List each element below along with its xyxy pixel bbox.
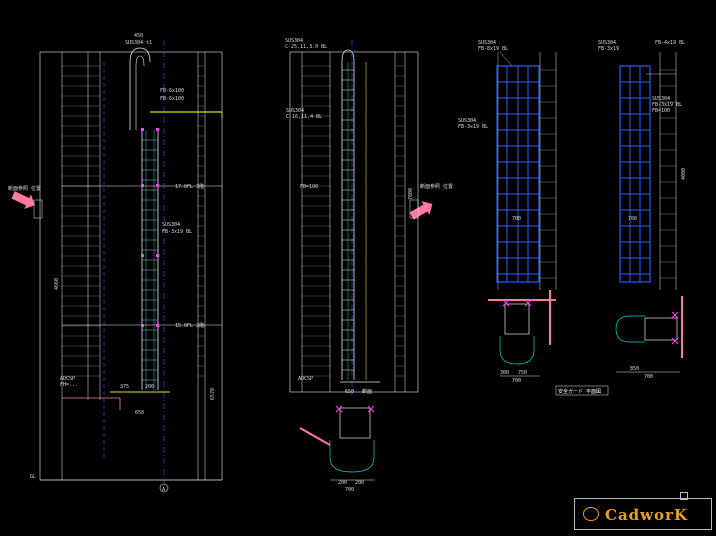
note-fb-3x19: FB-3x19 BL	[162, 229, 192, 235]
bottom-note-2: FH=...	[60, 382, 78, 388]
base-dim-b: 200	[145, 384, 154, 390]
plan-c-dim-3: 700	[345, 487, 354, 493]
guard-side-label-1: SUS304	[598, 40, 616, 46]
safety-guard-front-view	[496, 51, 557, 290]
mid-label-1: SUS304	[286, 108, 304, 114]
plan-a-dim-3: 700	[512, 378, 521, 384]
guard-side-width: 700	[628, 216, 637, 222]
guard-side-mid-2: FB-3x19 BL	[652, 102, 682, 108]
plan-title-label: 安全ガード 平面図	[558, 388, 601, 395]
arrow-label-left: 断面参照 位置	[8, 185, 41, 192]
mid-bottom-dim: 650	[345, 389, 354, 395]
note-fb-top-2: FB-6x100	[160, 96, 184, 102]
safety-guard-side-view	[619, 52, 677, 290]
middle-ladder-rungs	[302, 65, 405, 377]
plan-section-a	[488, 290, 556, 377]
mid-label-3: FB=100	[300, 184, 318, 190]
guard-side-mid-3: FB=100	[652, 108, 670, 114]
mid-bottom-note: ADCSP	[298, 376, 313, 382]
brand-logo-text: CadworK	[605, 506, 689, 524]
mid-right-dim: 7000	[408, 188, 414, 200]
guard-front-mid-2: FB-3x19 BL	[458, 124, 488, 130]
plan-label-box	[555, 385, 609, 396]
left-elevation-view	[11, 40, 223, 493]
plan-a-dim-1: 300	[500, 370, 509, 376]
plan-section-middle	[299, 405, 375, 481]
mid-bottom-label: 断面	[362, 388, 372, 395]
plan-c-dim-1: 200	[338, 480, 347, 486]
guard-front-mid-1: SUS304	[458, 118, 476, 124]
ground-level-label: GL	[30, 474, 36, 480]
plan-b-dim-1: 850	[630, 366, 639, 372]
guard-side-label-3: FB-4x19 BL	[655, 40, 685, 46]
guard-front-grid	[497, 65, 556, 282]
middle-elevation-view	[289, 40, 433, 395]
base-dim-a: 375	[120, 384, 129, 390]
top-dim-label: 450	[134, 33, 143, 39]
plan-c-dim-2: 200	[355, 480, 364, 486]
mid-top-label-2: C-25,11,3.0 BL	[285, 44, 327, 50]
floor-label-3f: 17.0FL 3階	[175, 183, 204, 190]
guard-side-label-2: FB-3x19	[598, 46, 619, 52]
plan-b-dim-2: 700	[644, 374, 653, 380]
base-dim-650: 650	[135, 410, 144, 416]
section-mark-label: A	[162, 487, 165, 493]
guard-side-mid-1: SUS304	[652, 96, 670, 102]
mid-label-2: C-16,11,4 BL	[286, 114, 322, 120]
guard-side-grid	[620, 65, 676, 282]
bottom-note-1: ADCSP	[60, 376, 75, 382]
titleblock: CadworK	[574, 498, 712, 530]
cat-face-icon	[583, 507, 599, 521]
left-height-dim: 4660	[54, 278, 60, 290]
guard-front-label-2: FB-8x19 BL	[478, 46, 508, 52]
ladder-rungs	[62, 65, 205, 381]
arrow-label-right: 断面参照 位置	[420, 183, 453, 190]
plan-section-b	[615, 296, 683, 373]
guard-side-height: 4000	[681, 168, 687, 180]
total-height-dim: 6570	[210, 388, 216, 400]
titleblock-corner	[680, 492, 688, 500]
mid-top-label-1: SUS304	[285, 38, 303, 44]
note-fb-top-1: FB-6x100	[160, 88, 184, 94]
note-sus304: SUS304	[162, 222, 180, 228]
plan-a-dim-2: 750	[518, 370, 527, 376]
guard-front-width: 700	[512, 216, 521, 222]
top-material-label: SUS304 t1	[125, 40, 152, 46]
floor-label-2f: 15.0FL 2階	[175, 322, 204, 329]
guard-front-label-1: SUS304	[478, 40, 496, 46]
